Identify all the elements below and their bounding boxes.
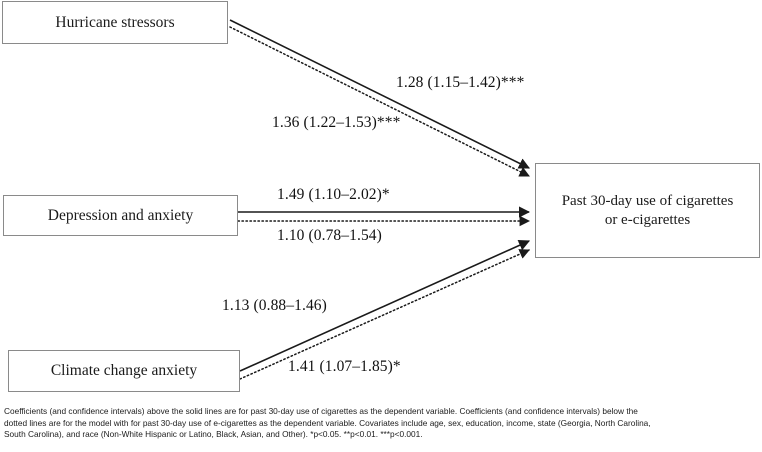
- node-hurricane-label: Hurricane stressors: [55, 13, 175, 31]
- footnote-line-2: dotted lines are for the model with for …: [4, 417, 651, 428]
- node-depression-and-anxiety[interactable]: Depression and anxiety: [3, 195, 238, 236]
- edge-climate-solid: [239, 240, 531, 372]
- edge-label-depression-cigarettes: 1.49 (1.10–2.02)*: [277, 186, 390, 203]
- node-climate-label: Climate change anxiety: [50, 362, 198, 380]
- footnote-line-1: Coefficients (and confidence intervals) …: [4, 406, 638, 416]
- node-depression-label: Depression and anxiety: [47, 206, 194, 224]
- edge-label-climate-cigarettes: 1.13 (0.88–1.46): [222, 297, 327, 314]
- node-outcome-label-line1: Past 30-day use of cigarettes: [561, 192, 734, 209]
- path-diagram: Hurricane stressors Depression and anxie…: [2, 1, 760, 392]
- node-hurricane-stressors[interactable]: Hurricane stressors: [2, 1, 228, 44]
- edge-climate-dotted: [239, 249, 530, 380]
- edge-layer: [229, 19, 531, 380]
- footnote-line-3: South Carolina), and race (Non-White His…: [4, 429, 423, 440]
- edge-hurricane-dotted: [229, 26, 530, 177]
- edge-label-hurricane-ecigarettes: 1.36 (1.22–1.53)***: [272, 114, 401, 131]
- figure-footnote: Coefficients (and confidence intervals) …: [4, 406, 756, 441]
- edge-label-climate-ecigarettes: 1.41 (1.07–1.85)*: [288, 358, 401, 375]
- node-climate-change-anxiety[interactable]: Climate change anxiety: [8, 350, 240, 392]
- edge-label-depression-ecigarettes: 1.10 (0.78–1.54): [277, 227, 382, 244]
- edge-label-hurricane-cigarettes: 1.28 (1.15–1.42)***: [396, 74, 525, 91]
- node-outcome-label-line2: or e-cigarettes: [604, 211, 691, 228]
- node-outcome-tobacco-use[interactable]: Past 30-day use of cigarettes or e-cigar…: [535, 163, 760, 258]
- edge-hurricane-solid: [229, 19, 531, 169]
